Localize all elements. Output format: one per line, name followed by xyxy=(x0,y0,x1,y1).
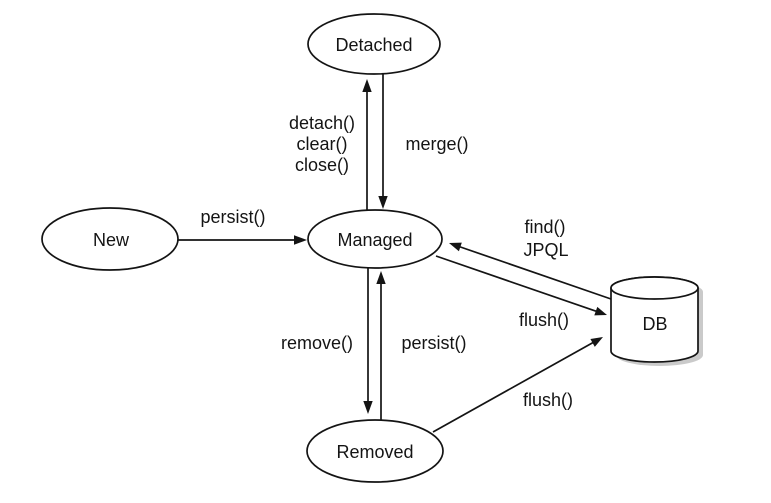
arrowhead-down-icon xyxy=(363,401,373,414)
edge-removed-to-db: flush() xyxy=(432,337,603,433)
arrowhead-up-icon xyxy=(362,79,372,92)
detached-ellipse xyxy=(307,13,441,75)
node-label-removed: Removed xyxy=(336,442,413,462)
edge-label-persist-bottom: persist() xyxy=(401,333,466,353)
edge-label-find: find() xyxy=(524,217,565,237)
edge-label-flush-bottom: flush() xyxy=(523,390,573,410)
node-removed: Removed xyxy=(306,419,444,483)
node-new: New xyxy=(41,207,179,271)
edge-db-to-managed: find() JPQL xyxy=(449,217,612,300)
node-label-db: DB xyxy=(642,314,667,334)
edge-label-flush-mid: flush() xyxy=(519,310,569,330)
removed-ellipse xyxy=(306,419,444,483)
arrowhead-upleft-icon xyxy=(449,242,462,252)
edge-managed-to-detached: detach() clear() close() xyxy=(289,79,372,211)
arrowhead-down-icon xyxy=(378,196,388,209)
node-detached: Detached xyxy=(307,13,441,75)
edge-new-to-managed: persist() xyxy=(178,207,307,245)
edge-label-detach: detach() xyxy=(289,113,355,133)
edge-label-clear: clear() xyxy=(296,134,347,154)
node-db: DB xyxy=(610,276,703,366)
edge-label-persist-top: persist() xyxy=(200,207,265,227)
arrowhead-downright-icon xyxy=(594,306,607,316)
node-label-detached: Detached xyxy=(335,35,412,55)
new-ellipse xyxy=(41,207,179,271)
managed-ellipse xyxy=(307,209,443,269)
arrowhead-up-icon xyxy=(376,271,386,284)
edge-managed-to-removed: remove() xyxy=(281,268,373,414)
edge-managed-to-db: flush() xyxy=(435,255,607,330)
edge-label-merge: merge() xyxy=(405,134,468,154)
node-managed: Managed xyxy=(307,209,443,269)
edge-removed-to-managed: persist() xyxy=(376,271,467,421)
edge-label-remove: remove() xyxy=(281,333,353,353)
arrowhead-right-icon xyxy=(294,235,307,245)
arrowhead-upright-icon xyxy=(590,337,603,347)
edge-detached-to-managed: merge() xyxy=(378,74,469,209)
edge-label-jpql: JPQL xyxy=(523,240,568,260)
edge-label-close: close() xyxy=(295,155,349,175)
node-label-new: New xyxy=(93,230,130,250)
db-cylinder-top xyxy=(610,276,699,300)
node-label-managed: Managed xyxy=(337,230,412,250)
